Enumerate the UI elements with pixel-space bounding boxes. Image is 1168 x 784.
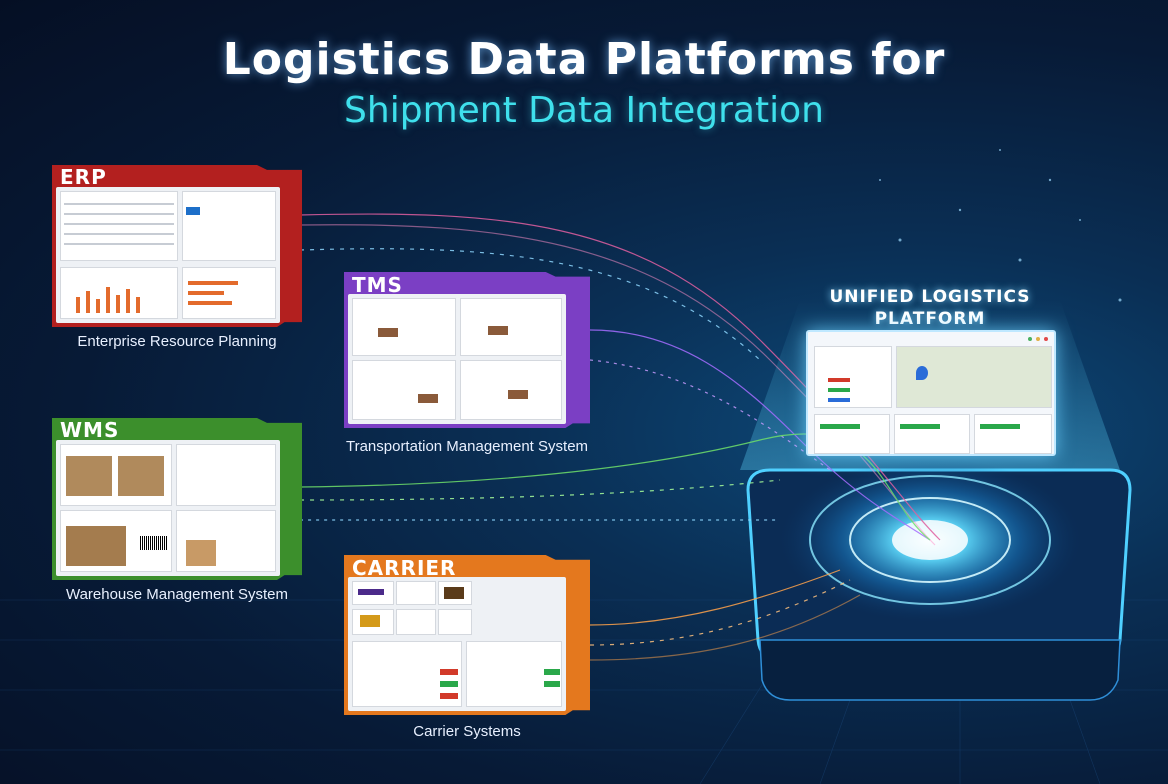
platform-title-line2: PLATFORM <box>874 309 986 329</box>
page-title: Logistics Data Platforms for <box>222 34 946 85</box>
wms-screen <box>56 440 280 576</box>
tms-card: TMS <box>344 272 590 428</box>
wms-caption: Warehouse Management System <box>65 586 289 603</box>
carrier-caption: Carrier Systems <box>413 723 521 740</box>
page-subtitle: Shipment Data Integration <box>344 90 824 131</box>
erp-card: ERP <box>52 165 302 327</box>
platform-title: UNIFIED LOGISTICS PLATFORM <box>800 286 1060 330</box>
window-minimize-icon[interactable] <box>1036 337 1040 341</box>
window-maximize-icon[interactable] <box>1028 337 1032 341</box>
platform-title-line1: UNIFIED LOGISTICS <box>829 287 1031 307</box>
tms-screen <box>348 294 566 424</box>
platform-dashboard <box>806 330 1056 456</box>
tms-caption: Transportation Management System <box>345 438 589 455</box>
tms-tag: TMS <box>352 273 403 297</box>
wms-card: WMS <box>52 418 302 580</box>
carrier-screen <box>348 577 566 711</box>
carrier-tag: CARRIER <box>352 556 457 580</box>
carrier-card: CARRIER <box>344 555 590 715</box>
erp-screen <box>56 187 280 323</box>
wms-tag: WMS <box>60 418 120 442</box>
erp-tag: ERP <box>60 165 107 189</box>
erp-caption: Enterprise Resource Planning <box>77 333 277 350</box>
map-marker-icon <box>916 366 928 380</box>
window-close-icon[interactable] <box>1044 337 1048 341</box>
